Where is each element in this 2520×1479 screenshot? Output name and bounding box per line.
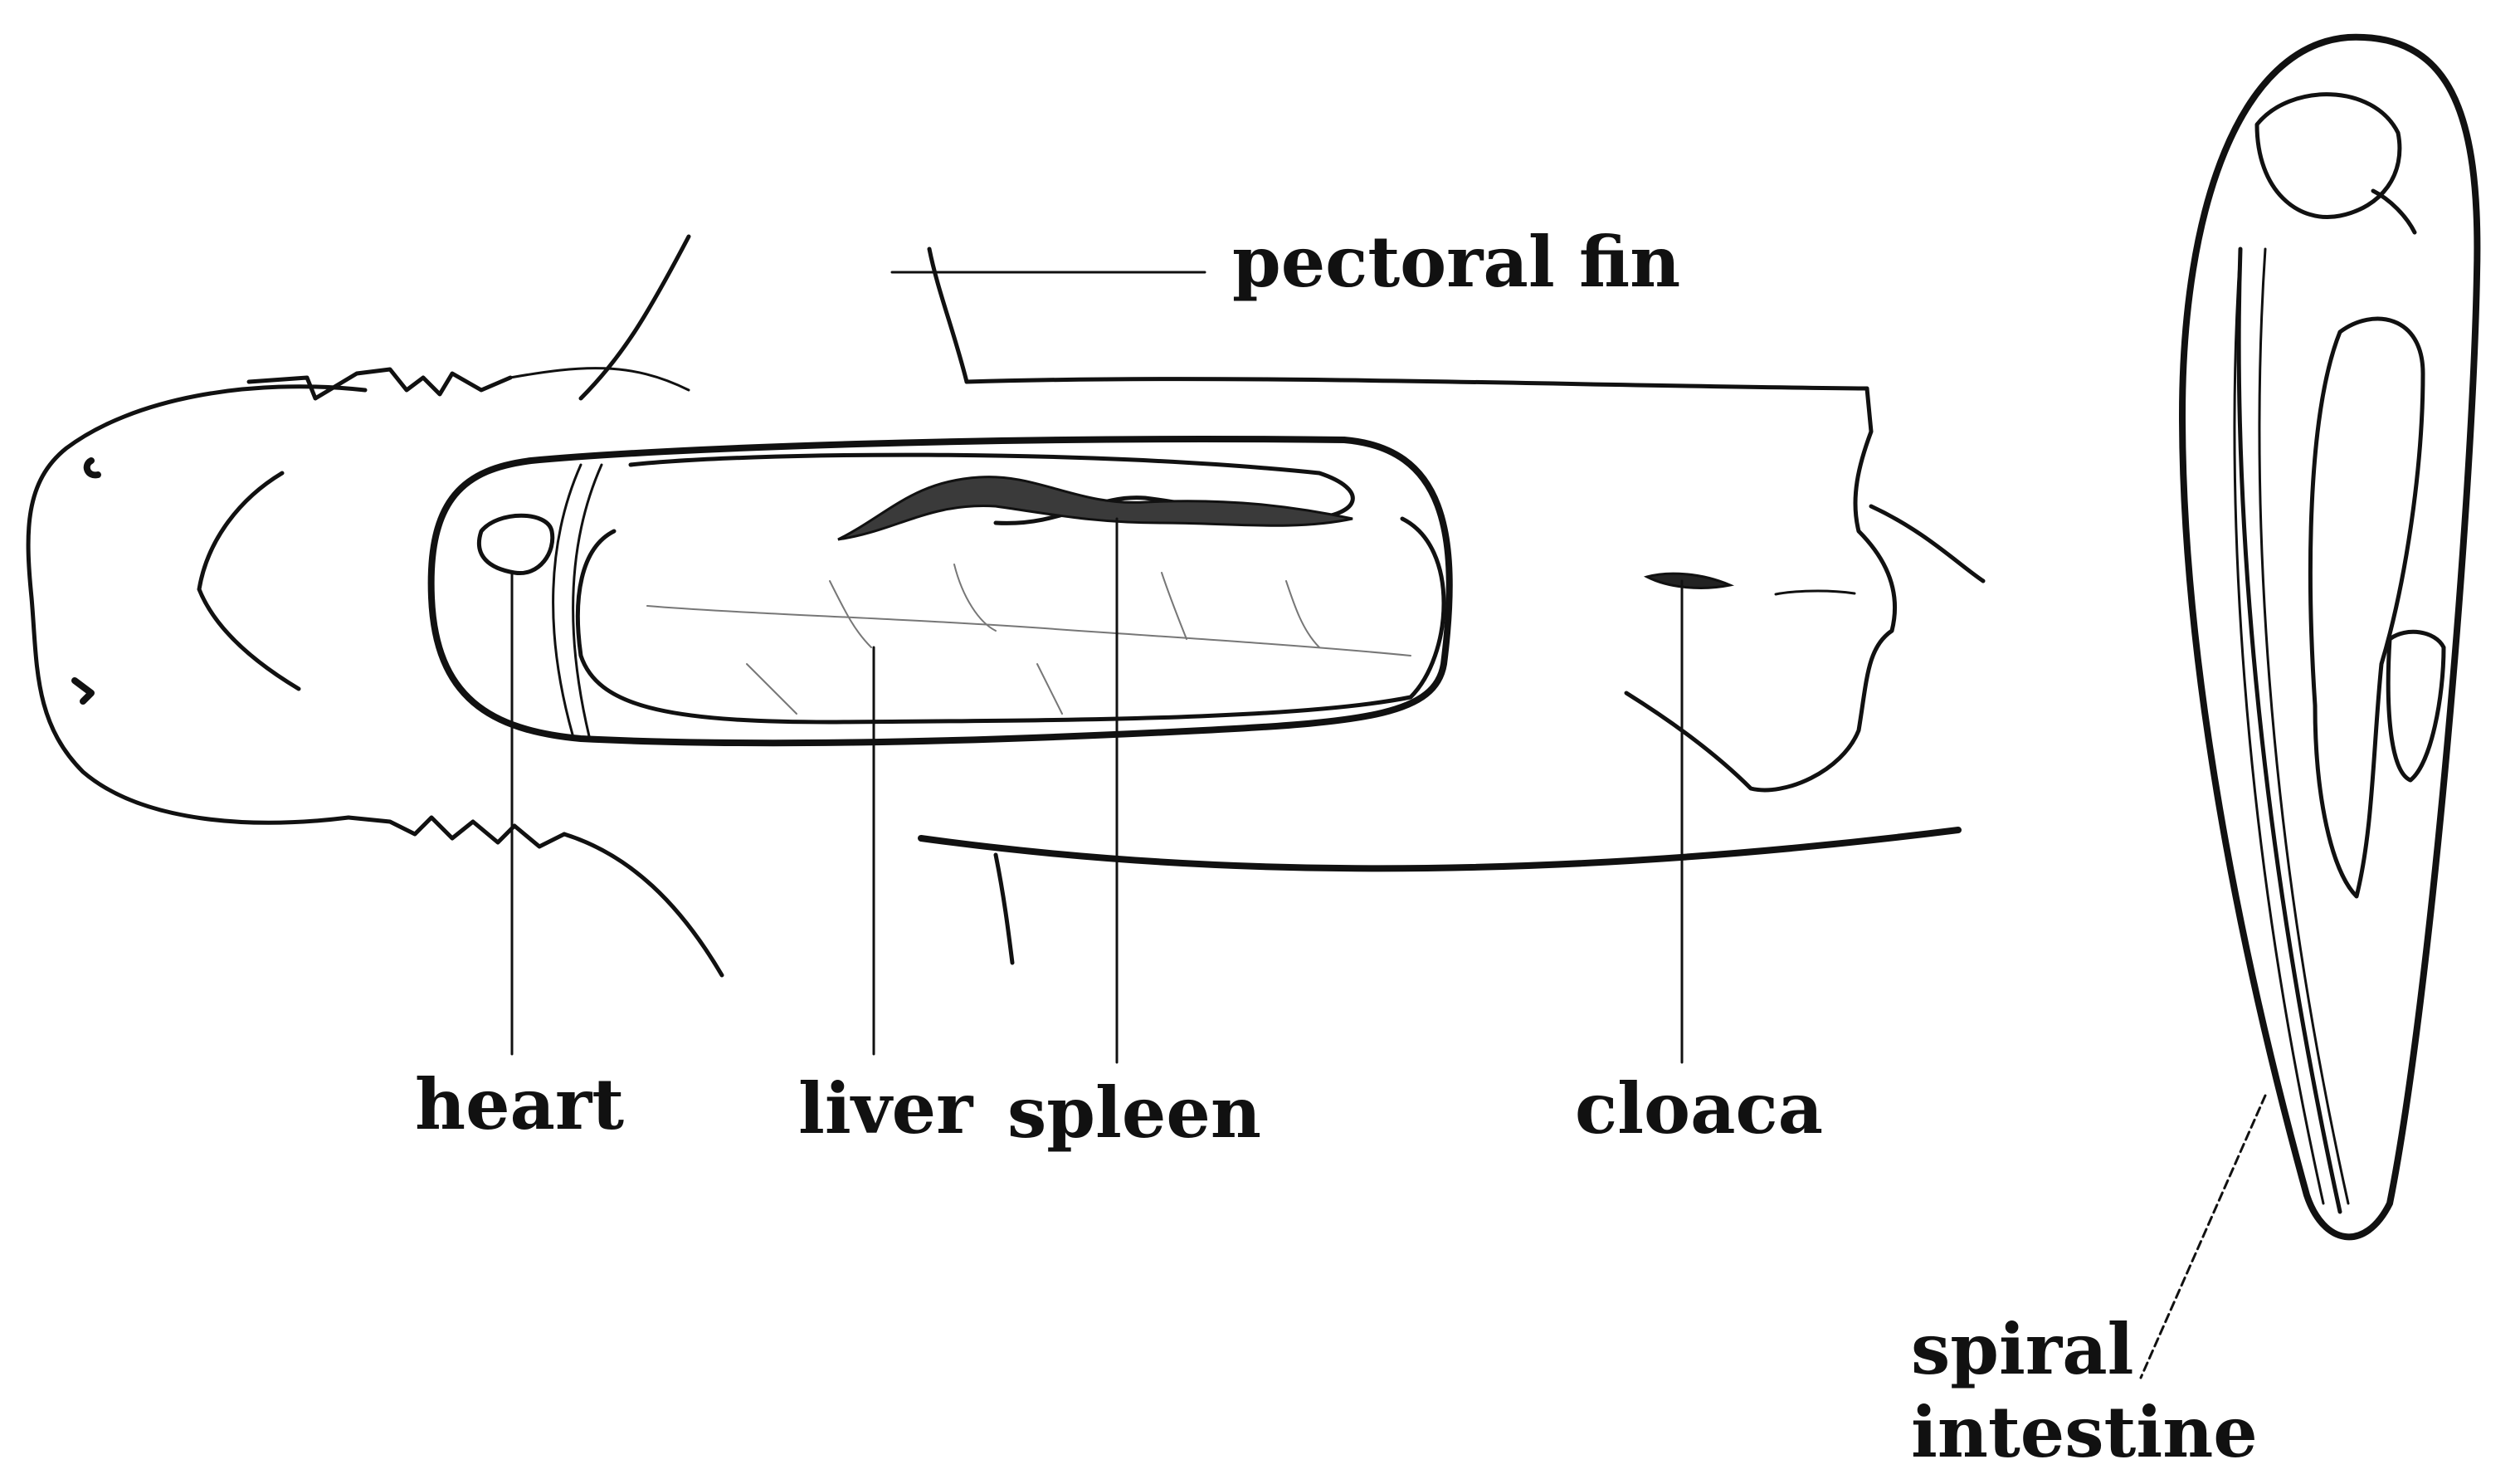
label-pectoral-fin: pectoral fin: [1232, 221, 1680, 303]
heart: [476, 513, 555, 575]
spiral-intestine-leader: [2139, 1094, 2267, 1379]
label-spiral-intestine-line2: intestine: [1911, 1391, 2258, 1473]
label-spleen: spleen: [1007, 1071, 1261, 1154]
label-spiral-intestine-line1: spiral: [1911, 1308, 2134, 1390]
cloaca: [1643, 572, 1735, 589]
label-liver: liver: [798, 1067, 974, 1150]
liver: [575, 452, 1446, 725]
spiral-intestine-drawing: [2179, 33, 2481, 1241]
shark-body: [26, 234, 1986, 978]
label-heart: heart: [415, 1063, 624, 1145]
body-cavity: [427, 436, 1453, 747]
leader-lines: [510, 271, 2267, 1379]
spleen: [837, 476, 1353, 541]
label-cloaca: cloaca: [1575, 1067, 1823, 1150]
